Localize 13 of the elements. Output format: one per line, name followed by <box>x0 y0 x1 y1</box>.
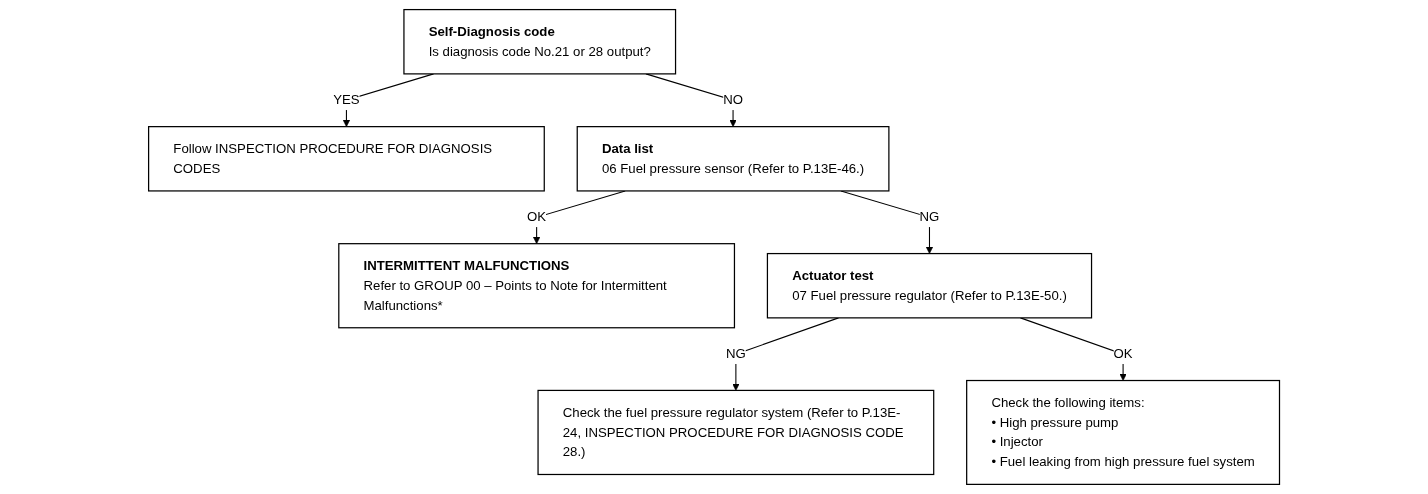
edge-label: NO <box>723 92 743 107</box>
edge-label: YES <box>333 92 360 107</box>
node-box: Actuator test 07 Fuel pressure regulator (Refer to P.13E-50.) <box>766 252 1093 319</box>
node-box: Check the fuel pressure regulator system (Refer to P.13E-24, INSPECTION PROCEDURE FOR DIAGNOSIS CODE 28.) <box>537 389 935 476</box>
node-box: Follow INSPECTION PROCEDURE FOR DIAGNOSIS CODES <box>147 126 545 192</box>
node-box: Self-Diagnosis code Is diagnosis code No.21 or 28 output? <box>403 9 677 75</box>
edge-label: NG <box>919 209 940 224</box>
node-box: Check the following items: • High pressure pump • Injector • Fuel leaking from high pressure fuel system <box>966 379 1281 485</box>
edge-label: OK <box>527 209 547 224</box>
edge-label: OK <box>1113 346 1133 361</box>
node-box: INTERMITTENT MALFUNCTIONS Refer to GROUP 00 – Points to Note for Intermittent Malfunctions* <box>338 243 735 329</box>
edge-label: NG <box>725 346 746 361</box>
node-box: Data list 06 Fuel pressure sensor (Refer to P.13E-46.) <box>576 126 890 192</box>
